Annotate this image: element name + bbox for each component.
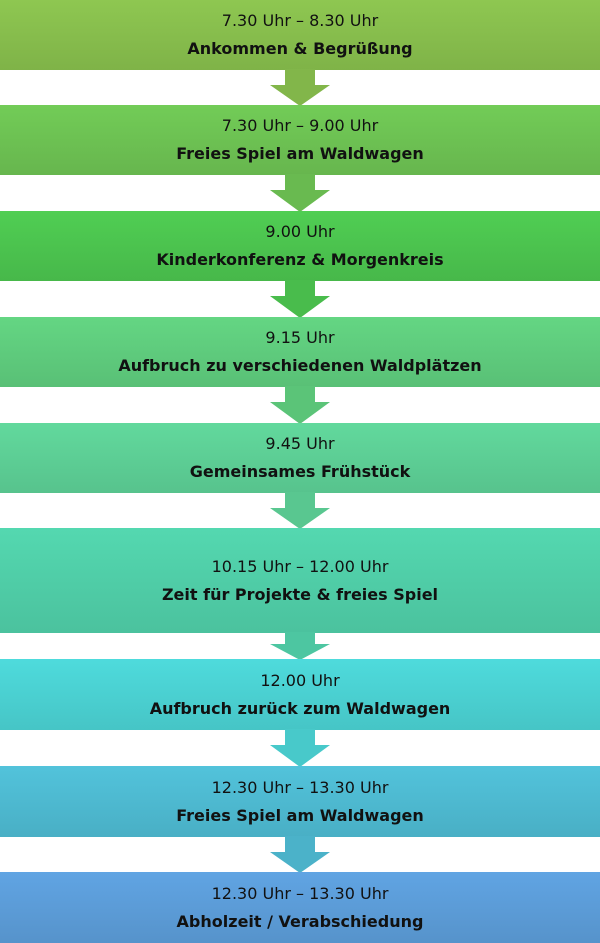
down-arrow-icon xyxy=(270,632,330,660)
down-arrow-icon xyxy=(270,836,330,873)
step-time: 9.45 Uhr xyxy=(265,434,335,453)
step-time: 12.00 Uhr xyxy=(260,670,340,690)
down-arrow-icon xyxy=(270,729,330,767)
step-time: 7.30 Uhr – 9.00 Uhr xyxy=(221,116,379,135)
step-time: 10.15 Uhr – 12.00 Uhr xyxy=(211,556,389,576)
step-time: 9.00 Uhr xyxy=(265,222,335,241)
step-time: 12.30 Uhr – 13.30 Uhr xyxy=(211,883,389,903)
step-title: Freies Spiel am Waldwagen xyxy=(176,144,424,163)
step-time: 9.15 Uhr xyxy=(265,328,335,347)
step-title: Freies Spiel am Waldwagen xyxy=(176,805,424,825)
step-title: Kinderkonferenz & Morgenkreis xyxy=(156,250,444,269)
step-title: Zeit für Projekte & freies Spiel xyxy=(161,584,439,604)
step-time: 7.30 Uhr – 8.30 Uhr xyxy=(221,11,379,30)
down-arrow-icon xyxy=(270,174,330,212)
step-title: Abholzeit / Verabschiedung xyxy=(176,911,424,931)
down-arrow-icon xyxy=(270,69,330,106)
step-title: Aufbruch zurück zum Waldwagen xyxy=(149,698,451,718)
step-title: Ankommen & Begrüßung xyxy=(187,39,413,58)
down-arrow-icon xyxy=(270,386,330,424)
step-title: Gemeinsames Frühstück xyxy=(189,462,411,481)
down-arrow-icon xyxy=(270,280,330,318)
step-time: 12.30 Uhr – 13.30 Uhr xyxy=(211,777,389,797)
step-title: Aufbruch zu verschiedenen Waldplätzen xyxy=(118,356,482,375)
down-arrow-icon xyxy=(270,492,330,529)
